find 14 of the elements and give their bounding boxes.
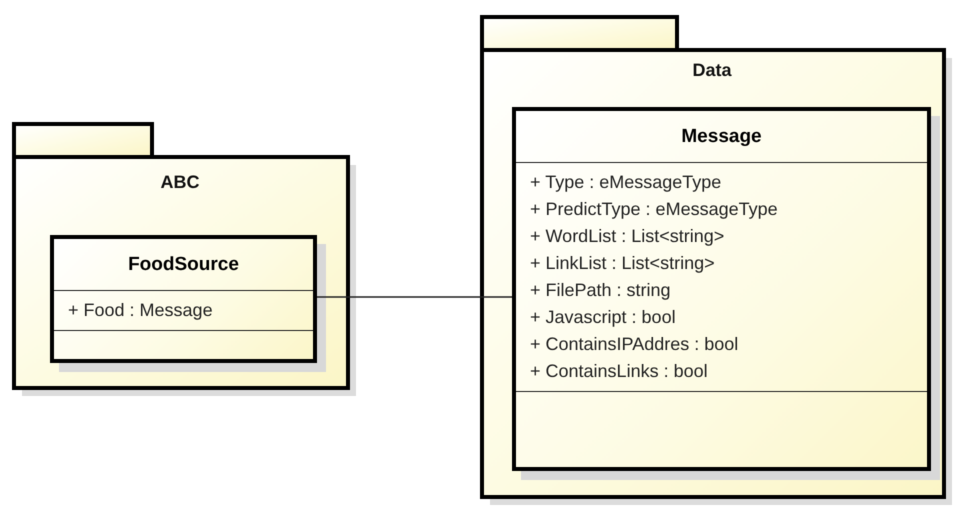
attribute-text: + ContainsLinks : bool bbox=[530, 360, 708, 383]
attribute-text: + WordList : List<string> bbox=[530, 225, 724, 248]
attribute-text: + LinkList : List<string> bbox=[530, 252, 715, 275]
attribute-text: + Type : eMessageType bbox=[530, 171, 722, 194]
association-line bbox=[317, 296, 512, 298]
attribute-text: + ContainsIPAddres : bool bbox=[530, 333, 738, 356]
class-name: Message bbox=[681, 126, 762, 148]
attribute-text: + FilePath : string bbox=[530, 279, 671, 302]
package-name: Data bbox=[691, 60, 733, 81]
class-name: FoodSource bbox=[128, 254, 239, 276]
attribute-text: + Javascript : bool bbox=[530, 306, 676, 329]
attribute-text: + PredictType : eMessageType bbox=[530, 198, 778, 221]
attribute-text: + Food : Message bbox=[68, 299, 213, 322]
package-name: ABC bbox=[160, 172, 200, 193]
